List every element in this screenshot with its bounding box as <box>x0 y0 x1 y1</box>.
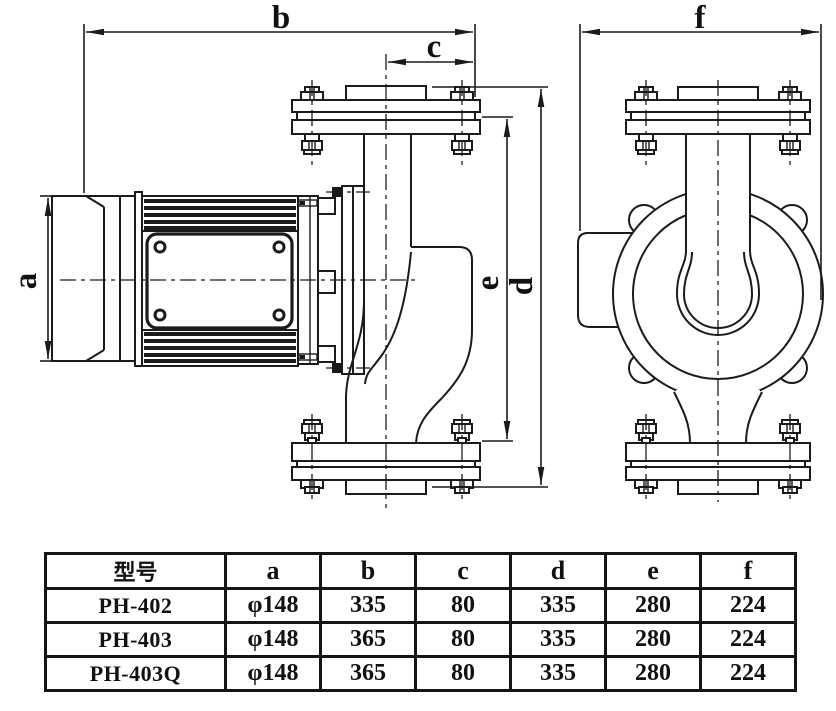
column-header-e: e <box>604 552 702 590</box>
dimension-value-cell: 224 <box>699 655 797 692</box>
dim-label-e: e <box>470 276 506 291</box>
column-header-d: d <box>509 552 607 590</box>
column-header-model: 型号 <box>44 552 227 590</box>
dim-label-d: d <box>504 277 540 295</box>
dimension-value-cell: 80 <box>414 655 512 692</box>
junction-box <box>145 232 294 330</box>
dim-label-a: a <box>8 273 44 290</box>
dimension-value-cell: φ148 <box>224 621 322 658</box>
pump-casing-profile <box>345 134 473 444</box>
dimension-value-cell: 365 <box>319 655 417 692</box>
dimension-value-cell: 280 <box>604 655 702 692</box>
dimension-value-cell: 224 <box>699 587 797 624</box>
dimension-value-cell: φ148 <box>224 655 322 692</box>
column-header-c: c <box>414 552 512 590</box>
dimension-value-cell: 224 <box>699 621 797 658</box>
dimension-value-cell: 365 <box>319 621 417 658</box>
motor-end-cap <box>51 191 143 367</box>
model-cell: PH-403 <box>44 621 227 658</box>
column-header-b: b <box>319 552 417 590</box>
dimension-value-cell: 80 <box>414 621 512 658</box>
dimension-value-cell: 80 <box>414 587 512 624</box>
motor-body <box>141 195 299 367</box>
dimension-value-cell: 280 <box>604 587 702 624</box>
dim-label-b: b <box>272 0 290 36</box>
front-view <box>577 80 824 502</box>
dimension-value-cell: 335 <box>319 587 417 624</box>
dimension-value-cell: 335 <box>509 621 607 658</box>
model-cell: PH-403Q <box>44 655 227 692</box>
model-cell: PH-402 <box>44 587 227 624</box>
side-view <box>51 54 481 508</box>
column-header-a: a <box>224 552 322 590</box>
technical-drawing: b c a e d f <box>8 0 824 508</box>
dimension-value-cell: φ148 <box>224 587 322 624</box>
dim-label-c: c <box>427 29 442 65</box>
dim-label-f: f <box>695 0 707 36</box>
dimension-annotations: b c a e d f <box>8 0 822 488</box>
column-header-f: f <box>699 552 797 590</box>
dimension-value-cell: 280 <box>604 621 702 658</box>
dimension-value-cell: 335 <box>509 655 607 692</box>
dimension-value-cell: 335 <box>509 587 607 624</box>
